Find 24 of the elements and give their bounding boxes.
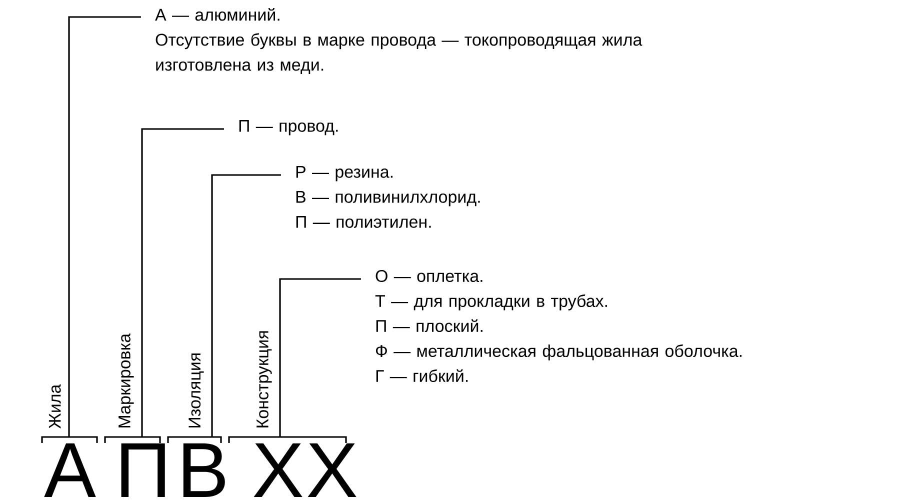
description-text: П — плоский.: [376, 319, 482, 332]
description-text: Ф — металлическая фальцованная оболочка.: [376, 344, 742, 360]
description-text: П — провод.: [239, 120, 338, 136]
leader-line: [141, 128, 224, 437]
code-letter: В: [183, 443, 225, 497]
category-label: Конструкция: [256, 331, 272, 428]
code-letter: Х: [254, 443, 302, 497]
category-label: Маркировка: [118, 333, 134, 428]
description-text: Г — гибкий.: [376, 369, 468, 382]
description-text: П — полиэтилен.: [296, 216, 431, 228]
description-text: В — поливинилхлорид.: [296, 191, 480, 206]
code-letter: П: [121, 443, 165, 497]
description-text: О — оплетка.: [376, 270, 482, 282]
leader-line: [211, 174, 281, 437]
description-text: Т — для прокладки в трубах.: [375, 294, 607, 310]
leader-line: [68, 16, 141, 437]
description-text: А — алюминий.: [155, 8, 280, 21]
description-text: Отсутствие буквы в марке провода — токопроводящая жила изготовлена из меди.: [156, 33, 642, 74]
code-letter: Х: [308, 443, 356, 497]
description-text: Р — резина.: [296, 166, 392, 182]
code-letter: А: [44, 443, 96, 497]
leader-line: [279, 278, 361, 437]
category-label: Изоляция: [188, 354, 204, 428]
category-label: Жила: [48, 384, 61, 429]
